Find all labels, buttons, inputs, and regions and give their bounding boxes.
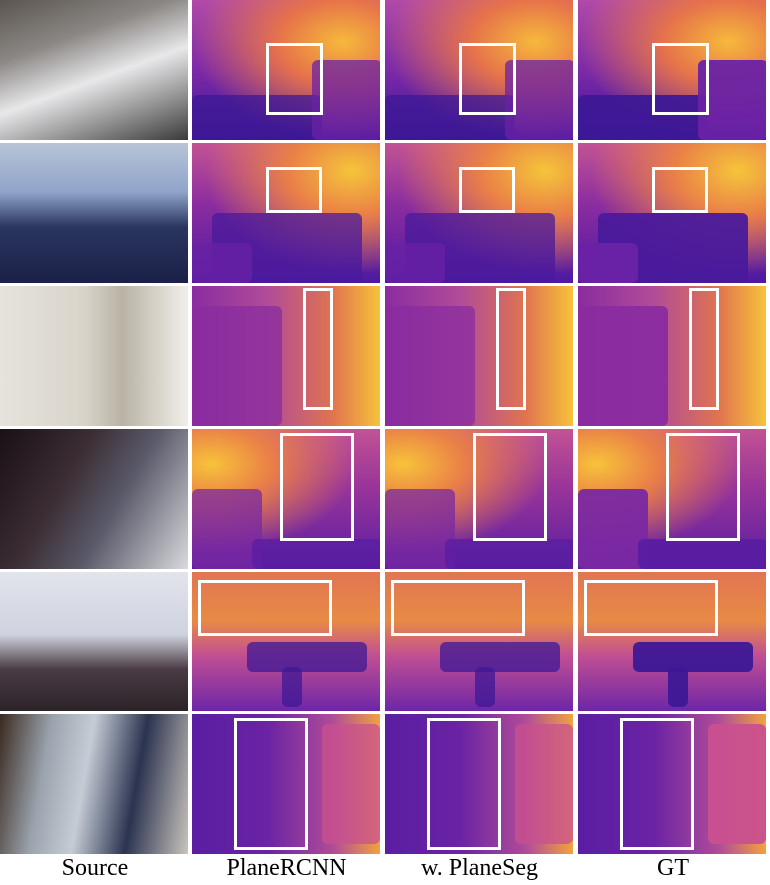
planercnn-depth-map-kitchen-fridge bbox=[192, 714, 380, 854]
depth-silhouette bbox=[322, 724, 380, 844]
highlight-box bbox=[391, 580, 525, 636]
depth-silhouette bbox=[445, 539, 573, 569]
depth-silhouette bbox=[192, 306, 282, 426]
gt-depth-map-kitchen-fridge bbox=[578, 714, 766, 854]
planercnn-depth-map-kitchen-oven bbox=[192, 286, 380, 426]
column-caption-planercnn: PlaneRCNN bbox=[226, 855, 347, 881]
depth-silhouette bbox=[698, 60, 766, 140]
depth-silhouette bbox=[638, 539, 766, 569]
highlight-box bbox=[473, 433, 547, 541]
planeseg-depth-map-dining-room bbox=[385, 143, 573, 283]
planeseg-depth-map-storage-room bbox=[385, 429, 573, 569]
depth-silhouette bbox=[578, 243, 638, 283]
highlight-box bbox=[496, 288, 526, 410]
depth-silhouette bbox=[505, 60, 573, 140]
source-image-storage-room bbox=[0, 429, 188, 569]
highlight-box bbox=[459, 167, 515, 213]
highlight-box bbox=[689, 288, 719, 410]
highlight-box bbox=[620, 718, 694, 850]
source-image-kitchen-oven bbox=[0, 286, 188, 426]
highlight-box bbox=[266, 43, 323, 115]
gt-depth-map-bathroom bbox=[578, 0, 766, 140]
highlight-box bbox=[652, 43, 709, 115]
source-image-dining-room bbox=[0, 143, 188, 283]
highlight-box bbox=[459, 43, 516, 115]
highlight-box bbox=[266, 167, 322, 213]
highlight-box bbox=[652, 167, 708, 213]
planeseg-depth-map-kitchen-fridge bbox=[385, 714, 573, 854]
planercnn-depth-map-storage-room bbox=[192, 429, 380, 569]
depth-silhouette bbox=[578, 306, 668, 426]
depth-silhouette bbox=[385, 489, 455, 569]
column-caption-gt: GT bbox=[657, 855, 689, 881]
column-caption-planeseg: w. PlaneSeg bbox=[420, 855, 539, 881]
depth-silhouette bbox=[515, 724, 573, 844]
planercnn-depth-map-dining-room bbox=[192, 143, 380, 283]
source-image-bathroom bbox=[0, 0, 188, 140]
depth-silhouette bbox=[192, 95, 322, 140]
depth-silhouette bbox=[578, 489, 648, 569]
depth-silhouette bbox=[192, 489, 262, 569]
planercnn-depth-map-bathroom bbox=[192, 0, 380, 140]
highlight-box bbox=[666, 433, 740, 541]
column-caption-source: Source bbox=[61, 855, 129, 881]
highlight-box bbox=[427, 718, 501, 850]
planeseg-depth-map-kitchen-oven bbox=[385, 286, 573, 426]
gt-depth-map-billiard-room bbox=[578, 572, 766, 711]
highlight-box bbox=[303, 288, 333, 410]
highlight-box bbox=[584, 580, 718, 636]
depth-silhouette bbox=[578, 95, 708, 140]
depth-silhouette bbox=[385, 243, 445, 283]
gt-depth-map-dining-room bbox=[578, 143, 766, 283]
depth-silhouette bbox=[385, 306, 475, 426]
highlight-box bbox=[280, 433, 354, 541]
depth-silhouette bbox=[247, 642, 367, 672]
depth-silhouette bbox=[633, 642, 753, 672]
highlight-box bbox=[234, 718, 308, 850]
gt-depth-map-kitchen-oven bbox=[578, 286, 766, 426]
planercnn-depth-map-billiard-room bbox=[192, 572, 380, 711]
depth-silhouette bbox=[282, 667, 302, 707]
depth-silhouette bbox=[312, 60, 380, 140]
planeseg-depth-map-bathroom bbox=[385, 0, 573, 140]
depth-silhouette bbox=[385, 95, 515, 140]
highlight-box bbox=[198, 580, 332, 636]
gt-depth-map-storage-room bbox=[578, 429, 766, 569]
source-image-kitchen-fridge bbox=[0, 714, 188, 854]
planeseg-depth-map-billiard-room bbox=[385, 572, 573, 711]
depth-silhouette bbox=[252, 539, 380, 569]
depth-silhouette bbox=[708, 724, 766, 844]
depth-silhouette bbox=[440, 642, 560, 672]
depth-silhouette bbox=[668, 667, 688, 707]
depth-silhouette bbox=[192, 243, 252, 283]
depth-silhouette bbox=[475, 667, 495, 707]
source-image-billiard-room bbox=[0, 572, 188, 711]
